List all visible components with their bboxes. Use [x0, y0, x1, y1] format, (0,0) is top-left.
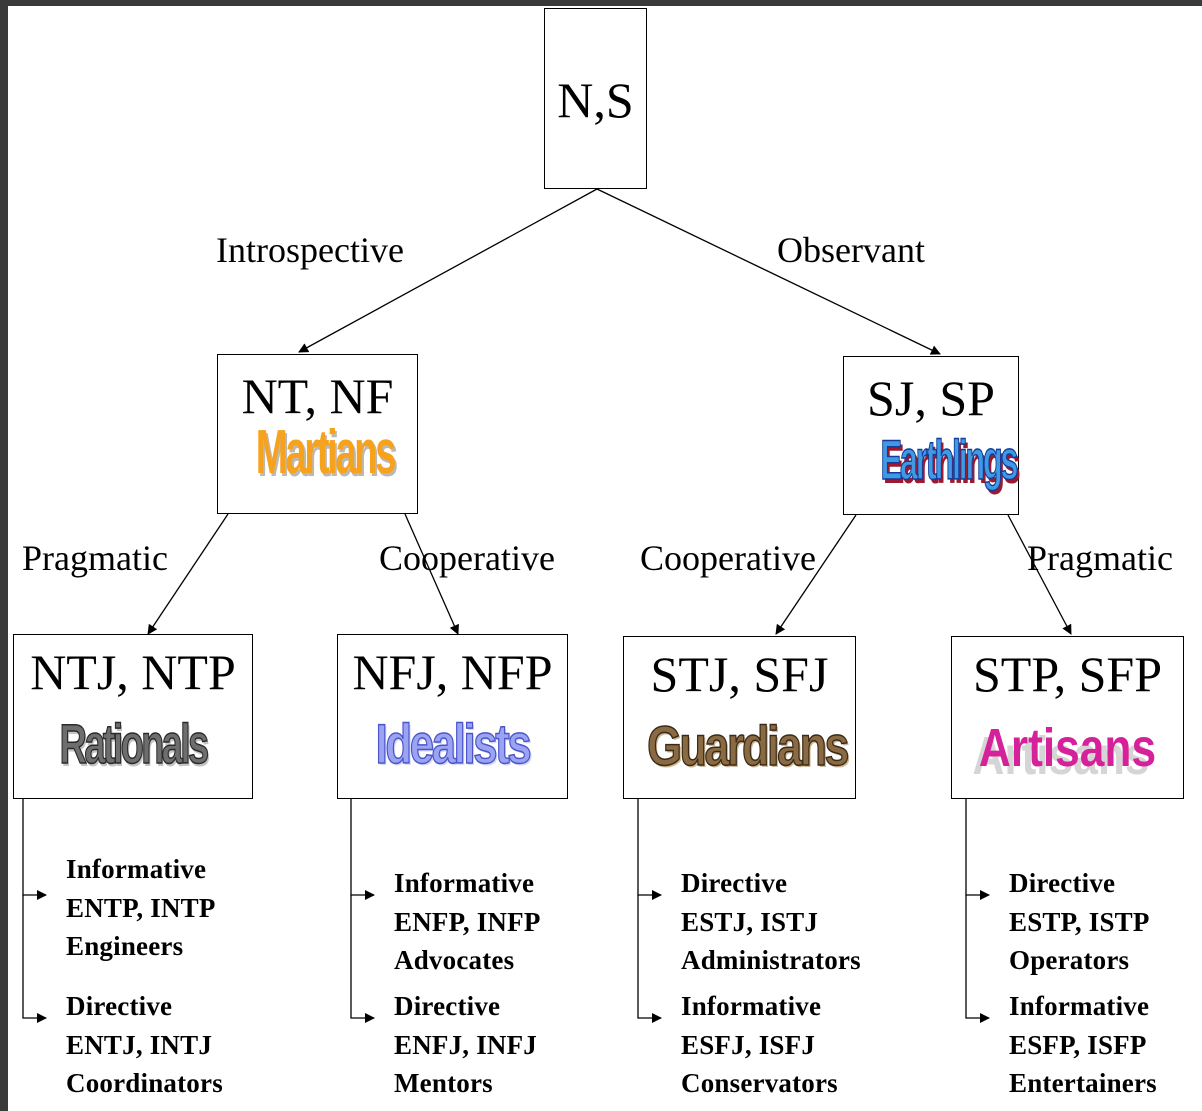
martians-wordart: Martians [255, 418, 397, 487]
group-name: Mentors [394, 1068, 493, 1098]
group-name: Administrators [681, 945, 861, 975]
group-types: ESTP, ISTP [1009, 906, 1150, 937]
group-types: ENTJ, INTJ [66, 1029, 213, 1060]
diagram-canvas [8, 6, 1202, 1111]
rationals-code: NTJ, NTP [30, 644, 236, 700]
group-types: ESFJ, ISFJ [681, 1029, 816, 1060]
group-role: Directive [681, 868, 788, 898]
idealists-box: NFJ, NFP Idealists [337, 634, 568, 799]
group-role: Informative [66, 854, 207, 884]
idealists-group-2: Directive ENFJ, INFJ Mentors [394, 987, 537, 1103]
group-name: Coordinators [66, 1068, 223, 1098]
branch-label-right-cooperative: Cooperative [640, 538, 816, 578]
connector-nt-nf-to-rationals [147, 513, 229, 635]
earthlings-wordart: Earthlings [880, 427, 1019, 492]
bracket-idealists [350, 799, 375, 1023]
connector-nt-nf-to-idealists [404, 513, 459, 635]
idealists-wordart: Idealists [375, 711, 532, 776]
group-types: ENFJ, INFJ [394, 1029, 537, 1060]
root-label: N,S [557, 72, 634, 128]
rationals-box: NTJ, NTP Rationals [13, 634, 253, 799]
connector-root-to-nt-nf [298, 188, 598, 353]
branch-label-left-cooperative: Cooperative [379, 538, 555, 578]
connector-sj-sp-to-guardians [775, 514, 857, 635]
guardians-wordart: Guardians [646, 713, 850, 778]
group-role: Informative [681, 991, 822, 1021]
group-name: Engineers [66, 931, 184, 961]
guardians-box: STJ, SFJ Guardians [623, 636, 856, 799]
group-types: ENFP, INFP [394, 906, 541, 937]
branch-label-right-pragmatic: Pragmatic [1027, 538, 1173, 578]
group-role: Directive [1009, 868, 1116, 898]
bracket-artisans [965, 799, 990, 1023]
sj-sp-box: SJ, SP Earthlings [843, 356, 1019, 515]
artisans-group-1: Directive ESTP, ISTP Operators [1009, 864, 1150, 980]
group-types: ESTJ, ISTJ [681, 906, 819, 937]
rationals-group-2: Directive ENTJ, INTJ Coordinators [66, 987, 223, 1103]
rationals-wordart: Rationals [59, 711, 210, 776]
group-role: Informative [394, 868, 535, 898]
branch-label-introspective: Introspective [216, 230, 404, 270]
nt-nf-box: NT, NF Martians [217, 354, 418, 514]
artisans-group-2: Informative ESFP, ISFP Entertainers [1009, 987, 1157, 1103]
guardians-group-2: Informative ESFJ, ISFJ Conservators [681, 987, 838, 1103]
group-name: Entertainers [1009, 1068, 1157, 1098]
idealists-group-1: Informative ENFP, INFP Advocates [394, 864, 541, 980]
root-box: N,S [544, 8, 647, 189]
connector-root-to-sj-sp [596, 188, 941, 355]
bracket-rationals [22, 799, 47, 1023]
group-role: Directive [394, 991, 501, 1021]
idealists-code: NFJ, NFP [352, 644, 553, 700]
artisans-wordart: Artisans [978, 718, 1157, 778]
guardians-group-1: Directive ESTJ, ISTJ Administrators [681, 864, 861, 980]
guardians-code: STJ, SFJ [650, 646, 829, 702]
branch-label-observant: Observant [777, 230, 925, 270]
group-types: ESFP, ISFP [1009, 1029, 1147, 1060]
nt-nf-code: NT, NF [241, 368, 394, 424]
group-name: Operators [1009, 945, 1130, 975]
bracket-guardians [637, 799, 662, 1023]
group-name: Advocates [394, 945, 515, 975]
group-name: Conservators [681, 1068, 838, 1098]
rationals-group-1: Informative ENTP, INTP Engineers [66, 850, 216, 966]
artisans-box: STP, SFP Artisans [951, 636, 1184, 799]
artisans-code: STP, SFP [972, 646, 1163, 702]
branch-label-left-pragmatic: Pragmatic [22, 538, 168, 578]
group-role: Directive [66, 991, 173, 1021]
group-types: ENTP, INTP [66, 892, 216, 923]
connector-sj-sp-to-artisans [1007, 514, 1072, 635]
sj-sp-code: SJ, SP [867, 370, 995, 426]
group-role: Informative [1009, 991, 1150, 1021]
